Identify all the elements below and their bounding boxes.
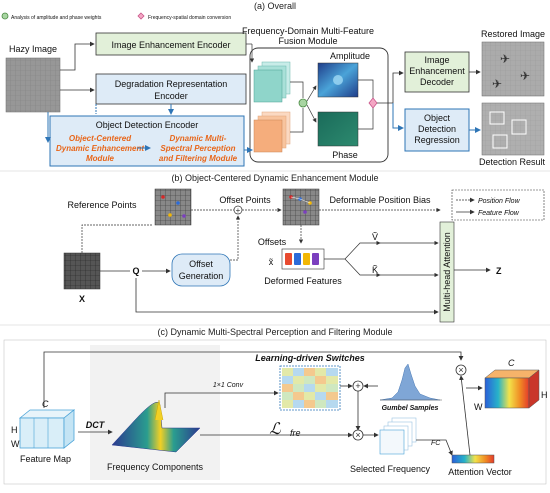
feature-map-cube — [19, 417, 65, 449]
analysis-legend-icon — [1, 12, 9, 20]
fusion-title-2: Fusion Module — [278, 36, 337, 46]
svg-text:+: + — [236, 206, 241, 215]
object-detection-encoder-label: Object Detection Encoder — [96, 120, 199, 130]
legend-conversion: Frequency-spatial domain conversion — [148, 15, 231, 21]
loss-symbol: ℒ — [269, 421, 281, 438]
panel-b-caption: (b) Object-Centered Dynamic Enhancement … — [171, 173, 378, 183]
detection-feature-stack — [253, 119, 283, 153]
multi-head-attention — [439, 221, 455, 323]
c-out-label: C — [508, 358, 515, 368]
degradation-encoder — [95, 73, 247, 105]
panel-a-caption: (a) Overall — [254, 1, 296, 11]
switch-cells — [282, 368, 338, 408]
offset-generation — [171, 253, 231, 287]
attention-vector — [451, 454, 495, 464]
enhancement-encoder-label: Image Enhancement Encoder — [111, 40, 230, 50]
object-detection-encoder — [49, 115, 245, 167]
reference-points-label: Reference Points — [67, 200, 137, 210]
learning-switches-label: Learning-driven Switches — [255, 353, 365, 363]
detection-box — [489, 111, 505, 125]
dct-label: DCT — [86, 420, 106, 430]
position-flow-label: Position Flow — [478, 198, 521, 205]
object-detection-regression — [404, 108, 470, 152]
svg-text:✈: ✈ — [500, 52, 510, 66]
detection-box — [492, 134, 508, 149]
z-label: Z — [496, 266, 502, 276]
enhancement-feature-stack — [253, 69, 283, 103]
analysis-node — [298, 98, 308, 108]
reference-points-grid — [154, 188, 192, 226]
attention-vector-label: Attention Vector — [448, 467, 512, 477]
gumbel-samples-label: Gumbel Samples — [382, 405, 439, 412]
svg-text:✈: ✈ — [492, 77, 502, 91]
conversion-node — [368, 97, 378, 109]
conv-label: 1×1 Conv — [213, 382, 244, 389]
w-label: W — [11, 439, 20, 449]
v-tilde-label: Ṽ — [372, 232, 378, 242]
phase-label: Phase — [332, 150, 358, 160]
frequency-components-label: Frequency Components — [107, 462, 204, 472]
feature-flow-label: Feature Flow — [478, 210, 520, 217]
fc-label: FC — [431, 440, 441, 447]
regression-label-2: Detection — [418, 124, 456, 134]
regression-label-3: Regression — [414, 135, 460, 145]
selected-frequency-stack — [379, 429, 405, 455]
x-tilde-label: x̃ — [268, 257, 273, 267]
dmspf-label-1: Dynamic Multi- — [170, 134, 227, 143]
decoder-label-1: Image — [424, 55, 449, 65]
deformed-features-label: Deformed Features — [264, 276, 342, 286]
offset-generation-label-1: Offset — [189, 259, 213, 269]
svg-text:✈: ✈ — [520, 69, 530, 83]
degradation-encoder-label-1: Degradation Representation — [115, 79, 228, 89]
panel-c-caption: (c) Dynamic Multi-Spectral Perception an… — [157, 327, 392, 337]
image-enhancement-decoder — [404, 51, 470, 93]
ocdem-label-1: Object-Centered — [69, 134, 132, 143]
multiply-node — [455, 364, 467, 376]
decoder-label-2: Enhancement — [409, 66, 465, 76]
amplitude-label: Amplitude — [330, 51, 370, 61]
dmspf-label-2: Spectral Perception — [160, 144, 235, 153]
h-label: H — [11, 425, 18, 435]
regression-label-1: Object — [424, 113, 451, 123]
loss-subscript: fre — [290, 428, 301, 438]
output-feature-cube — [484, 377, 530, 409]
legend-analysis: Analysis of amplitude and phase weights — [11, 15, 102, 21]
input-feature-x — [63, 252, 101, 290]
fusion-title-1: Frequency-Domain Multi-Feature — [242, 26, 374, 36]
mha-label: Multi-head Attention — [442, 232, 452, 312]
flow-legend — [451, 189, 545, 221]
selected-frequency-label: Selected Frequency — [350, 464, 431, 474]
x-label: X — [79, 294, 85, 304]
ocdem-label-3: Module — [86, 154, 115, 163]
svg-text:+: + — [355, 381, 360, 391]
detection-result-label: Detection Result — [479, 157, 546, 167]
offset-generation-label-2: Generation — [179, 271, 224, 281]
q-label: Q — [132, 266, 139, 276]
conversion-legend-icon — [137, 12, 145, 20]
svg-text:×: × — [355, 430, 360, 440]
w-out-label: W — [474, 402, 483, 412]
hazy-image-label: Hazy Image — [9, 44, 57, 54]
dmspf-label-3: and Filtering Module — [159, 154, 238, 163]
degradation-encoder-label-2: Encoder — [154, 91, 188, 101]
phase-map — [317, 111, 359, 147]
ocdem-label-2: Dynamic Enhancement — [56, 144, 144, 153]
deformable-bias-label: Deformable Position Bias — [329, 195, 431, 205]
feature-map-label: Feature Map — [20, 454, 71, 464]
k-tilde-label: K̃ — [372, 265, 378, 275]
decoder-label-3: Decoder — [420, 77, 454, 87]
offsets-label: Offsets — [258, 237, 287, 247]
offset-points-label: Offset Points — [219, 195, 271, 205]
h-out-label: H — [541, 390, 548, 400]
offset-points-grid — [282, 188, 320, 226]
frequency-surface — [111, 401, 201, 453]
c-label: C — [42, 399, 49, 409]
svg-text:×: × — [458, 365, 463, 375]
restored-image-label: Restored Image — [481, 29, 545, 39]
gumbel-histogram — [379, 363, 441, 401]
detection-box — [511, 119, 527, 135]
